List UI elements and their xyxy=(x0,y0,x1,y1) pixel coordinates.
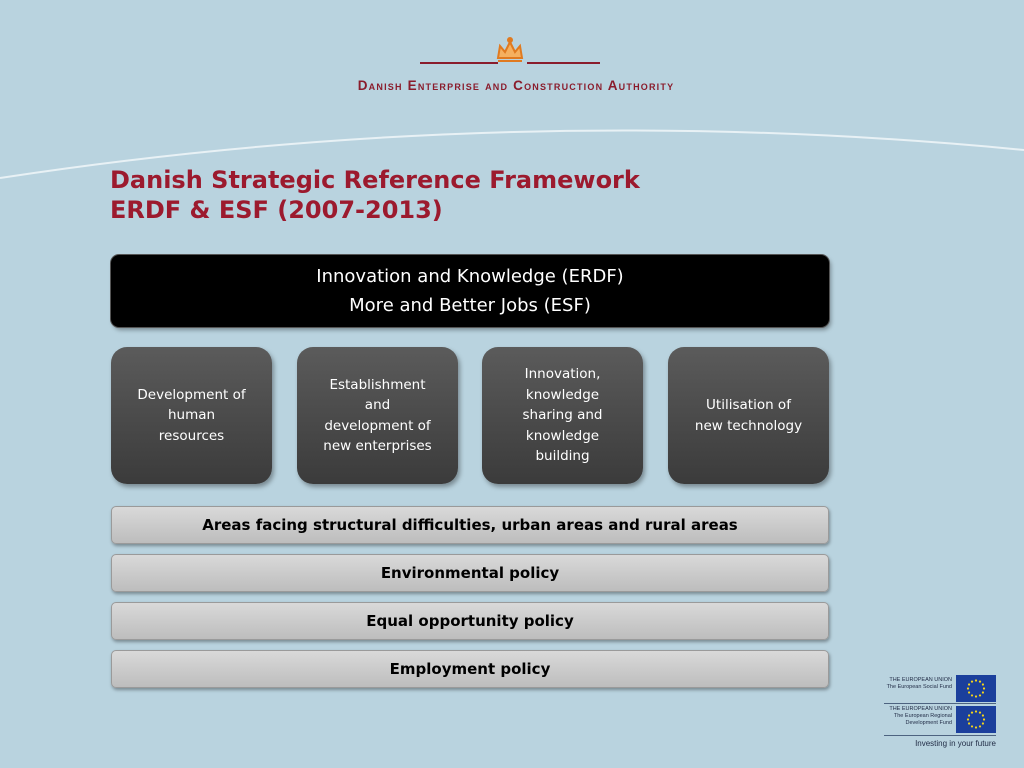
crown-icon xyxy=(496,37,524,62)
slide-title-line1: Danish Strategic Reference Framework xyxy=(110,166,640,194)
eu-star xyxy=(967,722,971,725)
eu-star xyxy=(974,710,978,713)
objectives-banner: Innovation and Knowledge (ERDF) More and… xyxy=(111,255,829,327)
slide-title: Danish Strategic Reference Framework ERD… xyxy=(110,165,640,225)
eu-esf-label: THE EUROPEAN UNION The European Social F… xyxy=(886,677,952,690)
eu-divider xyxy=(884,703,996,704)
eu-star xyxy=(970,680,974,683)
eu-star xyxy=(967,683,971,686)
priority-box-innovation: Innovation, knowledge sharing and knowle… xyxy=(482,347,643,484)
logo-rule-right xyxy=(527,62,600,64)
priority-box-new-enterprises: Establishment and development of new ent… xyxy=(297,347,458,484)
policy-bar-equal-opportunity: Equal opportunity policy xyxy=(111,602,829,640)
eu-erdf-label: THE EUROPEAN UNION The European Regional… xyxy=(889,706,952,726)
slide-title-line2: ERDF & ESF (2007-2013) xyxy=(110,196,443,224)
eu-star xyxy=(970,711,974,714)
eu-tagline: Investing in your future xyxy=(915,739,996,748)
eu-star xyxy=(981,683,985,686)
eu-star xyxy=(982,718,986,721)
eu-star xyxy=(978,725,982,728)
eu-star xyxy=(974,726,978,729)
eu-flag-icon xyxy=(956,706,996,733)
organization-name: Danish Enterprise and Construction Autho… xyxy=(357,78,675,93)
eu-star xyxy=(974,695,978,698)
eu-star xyxy=(981,714,985,717)
eu-star xyxy=(966,718,970,721)
eu-flag-icon xyxy=(956,675,996,702)
policy-bar-areas: Areas facing structural difficulties, ur… xyxy=(111,506,829,544)
eu-star xyxy=(981,691,985,694)
priority-box-new-technology: Utilisation of new technology xyxy=(668,347,829,484)
logo-rule-left xyxy=(420,62,498,64)
eu-star xyxy=(970,694,974,697)
policy-bar-employment: Employment policy xyxy=(111,650,829,688)
eu-divider xyxy=(884,735,996,736)
eu-star xyxy=(974,679,978,682)
eu-star xyxy=(978,711,982,714)
priority-label: Utilisation of new technology xyxy=(694,397,803,434)
eu-star xyxy=(978,694,982,697)
eu-star xyxy=(982,687,986,690)
priority-label: Development of human resources xyxy=(137,386,246,444)
priority-label: Establishment and development of new ent… xyxy=(323,376,432,455)
eu-star xyxy=(978,680,982,683)
priority-label: Innovation, knowledge sharing and knowle… xyxy=(522,366,603,465)
background-curve xyxy=(0,129,1024,179)
priority-box-human-resources: Development of human resources xyxy=(111,347,272,484)
eu-star xyxy=(967,714,971,717)
eu-star xyxy=(981,722,985,725)
eu-star xyxy=(967,691,971,694)
eu-star xyxy=(966,687,970,690)
policy-bar-environmental: Environmental policy xyxy=(111,554,829,592)
objective-esf: More and Better Jobs (ESF) xyxy=(349,295,591,316)
eu-star xyxy=(970,725,974,728)
objective-erdf: Innovation and Knowledge (ERDF) xyxy=(316,266,624,287)
